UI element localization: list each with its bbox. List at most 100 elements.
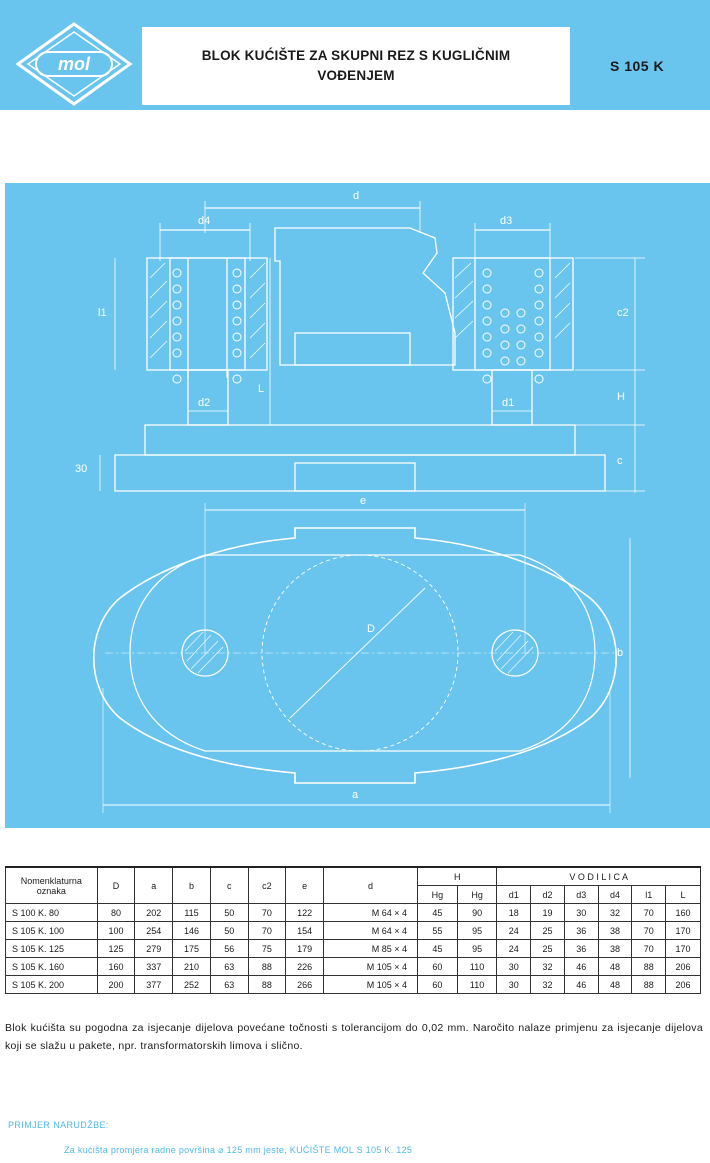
cell-L: 206 xyxy=(665,975,701,994)
page-title: BLOK KUĆIŠTE ZA SKUPNI REZ S KUGLIČNIM V… xyxy=(201,48,511,83)
table-row: S 105 K. 100 100 254 146 50 70 154 M 64 … xyxy=(5,921,701,940)
cell-hg1: 60 xyxy=(417,957,458,976)
technical-drawing: d d4 d3 l1 c2 L H d2 d1 c 30 e b D a xyxy=(5,183,710,828)
cell-d: M 85 × 4 xyxy=(322,939,419,958)
product-code: S 105 K xyxy=(610,58,665,74)
dim-label-b: b xyxy=(617,647,624,659)
col-header-D: D xyxy=(96,866,136,904)
cell-c: 63 xyxy=(209,975,249,994)
cell-oznaka: S 105 K. 200 xyxy=(5,975,98,994)
col-header-d: d xyxy=(322,866,419,904)
col-header-L: L xyxy=(665,885,701,904)
cell-d3: 36 xyxy=(563,921,599,940)
cell-oznaka: S 100 K. 80 xyxy=(5,903,98,922)
cell-c: 56 xyxy=(209,939,249,958)
dim-label-D: D xyxy=(367,623,375,635)
col-header-l1: l1 xyxy=(631,885,667,904)
cell-d2: 25 xyxy=(530,921,565,940)
cell-l1: 88 xyxy=(631,975,667,994)
col-header-c2: c2 xyxy=(247,866,287,904)
mol-logo: mol xyxy=(14,20,134,108)
cell-d3: 36 xyxy=(563,939,599,958)
order-example-text: Za kućišta promjera radne površina ⌀ 125… xyxy=(64,1145,413,1155)
col-header-d3: d3 xyxy=(563,885,599,904)
cell-d3: 46 xyxy=(563,975,599,994)
title-box: BLOK KUĆIŠTE ZA SKUPNI REZ S KUGLIČNIM V… xyxy=(142,27,570,105)
col-header-oznaka: Nomenklaturna oznaka xyxy=(5,866,98,904)
spec-table: Nomenklaturna oznaka D a b c c2 e d H V … xyxy=(5,866,701,994)
cell-hg2: 110 xyxy=(456,975,498,994)
cell-a: 254 xyxy=(134,921,174,940)
cell-b: 175 xyxy=(172,939,211,958)
cell-d4: 32 xyxy=(597,903,633,922)
dim-label-30: 30 xyxy=(75,463,88,475)
cell-d2: 32 xyxy=(530,975,565,994)
dim-label-d2: d2 xyxy=(198,397,211,409)
cell-D: 125 xyxy=(96,939,136,958)
cell-c2: 75 xyxy=(247,939,287,958)
table-row: S 105 K. 125 125 279 175 56 75 179 M 85 … xyxy=(5,939,701,958)
cell-hg1: 45 xyxy=(417,939,458,958)
cell-L: 160 xyxy=(665,903,701,922)
cell-L: 206 xyxy=(665,957,701,976)
dim-label-d4: d4 xyxy=(198,215,211,227)
dim-label-c2: c2 xyxy=(617,307,629,319)
col-header-d1: d1 xyxy=(496,885,532,904)
cell-D: 80 xyxy=(96,903,136,922)
col-header-hg1: Hg xyxy=(417,885,458,904)
col-header-c: c xyxy=(209,866,249,904)
cell-d1: 18 xyxy=(496,903,532,922)
cell-d2: 32 xyxy=(530,957,565,976)
cell-b: 146 xyxy=(172,921,211,940)
col-header-vodilica: V O D I L I C A xyxy=(496,866,701,886)
table-row: S 105 K. 160 160 337 210 63 88 226 M 105… xyxy=(5,957,701,976)
cell-d3: 46 xyxy=(563,957,599,976)
dim-label-d3: d3 xyxy=(500,215,513,227)
cell-e: 179 xyxy=(285,939,324,958)
cell-b: 210 xyxy=(172,957,211,976)
cell-c2: 88 xyxy=(247,975,287,994)
cell-D: 200 xyxy=(96,975,136,994)
cell-d3: 30 xyxy=(563,903,599,922)
cell-a: 337 xyxy=(134,957,174,976)
cell-hg1: 55 xyxy=(417,921,458,940)
usage-note: Blok kućišta su pogodna za isjecanje dij… xyxy=(5,1022,703,1052)
cell-c: 63 xyxy=(209,957,249,976)
cell-d2: 25 xyxy=(530,939,565,958)
table-row: S 105 K. 200 200 377 252 63 88 266 M 105… xyxy=(5,975,701,994)
cell-e: 122 xyxy=(285,903,324,922)
dim-label-a: a xyxy=(352,789,359,801)
col-header-d2: d2 xyxy=(530,885,565,904)
dim-label-H: H xyxy=(617,391,625,403)
cell-l1: 70 xyxy=(631,921,667,940)
dim-label-d1: d1 xyxy=(502,397,515,409)
col-header-a: a xyxy=(134,866,174,904)
col-header-hg2: Hg xyxy=(456,885,498,904)
cell-oznaka: S 105 K. 160 xyxy=(5,957,98,976)
col-header-b: b xyxy=(172,866,211,904)
col-header-e: e xyxy=(285,866,324,904)
cell-d4: 38 xyxy=(597,939,633,958)
cell-L: 170 xyxy=(665,921,701,940)
cell-d4: 48 xyxy=(597,957,633,976)
cell-a: 377 xyxy=(134,975,174,994)
cell-d4: 48 xyxy=(597,975,633,994)
cell-e: 226 xyxy=(285,957,324,976)
cell-e: 154 xyxy=(285,921,324,940)
dim-label-c: c xyxy=(617,455,623,467)
cell-d: M 64 × 4 xyxy=(322,903,419,922)
cell-c: 50 xyxy=(209,903,249,922)
cell-a: 202 xyxy=(134,903,174,922)
cell-hg2: 90 xyxy=(456,903,498,922)
cell-d1: 30 xyxy=(496,975,532,994)
cell-c2: 88 xyxy=(247,957,287,976)
cell-oznaka: S 105 K. 125 xyxy=(5,939,98,958)
cell-c: 50 xyxy=(209,921,249,940)
cell-a: 279 xyxy=(134,939,174,958)
cell-c2: 70 xyxy=(247,921,287,940)
col-header-H: H xyxy=(417,866,498,886)
cell-hg1: 45 xyxy=(417,903,458,922)
order-example-label: PRIMJER NARUDŽBE: xyxy=(8,1120,109,1130)
cell-c2: 70 xyxy=(247,903,287,922)
cell-d: M 105 × 4 xyxy=(322,975,419,994)
